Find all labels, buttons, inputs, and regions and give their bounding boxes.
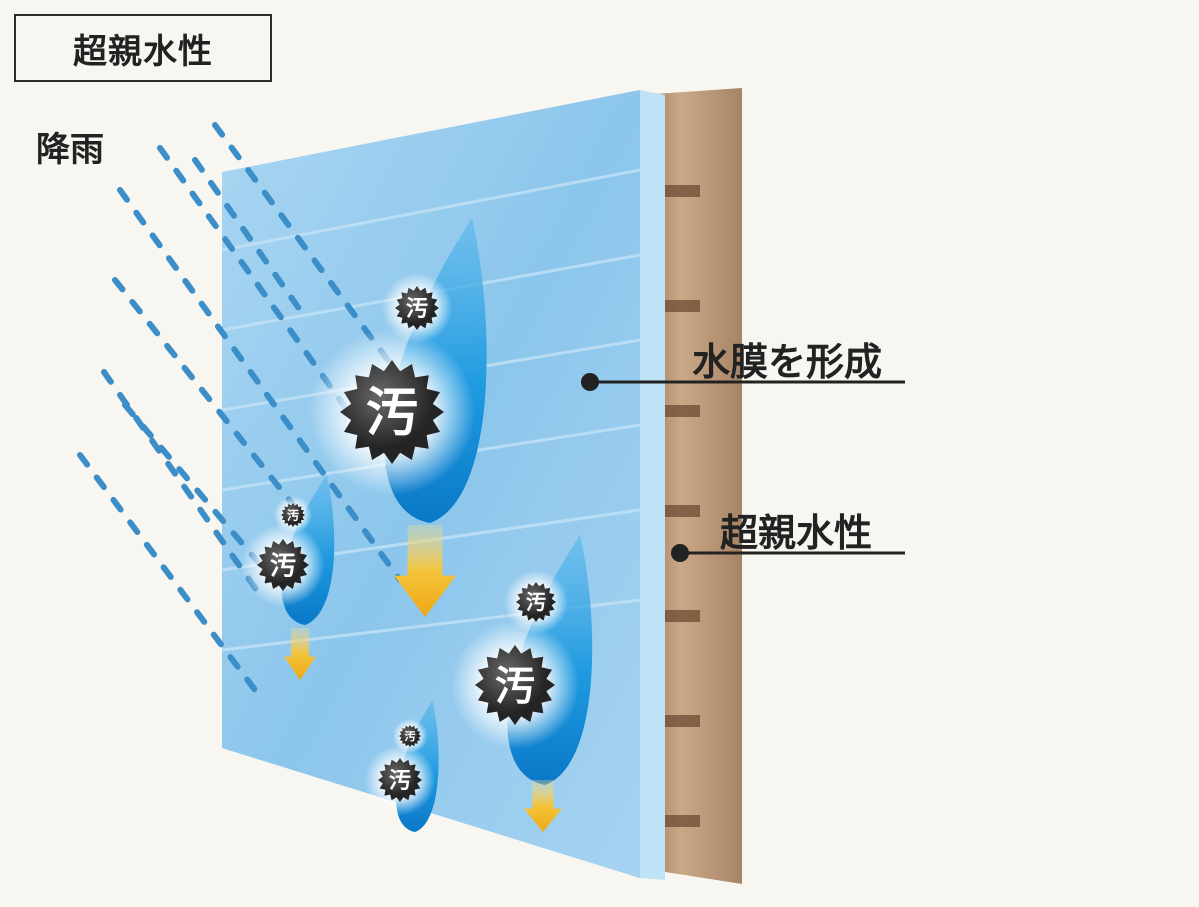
svg-text:汚: 汚 — [287, 507, 299, 522]
callout-dot-super-hydrophilic — [671, 544, 689, 562]
svg-text:汚: 汚 — [406, 297, 428, 322]
label-water-film: 水膜を形成 — [692, 340, 883, 384]
stain-icon-7: 汚 — [392, 718, 428, 754]
callout-super-hydrophilic — [671, 544, 905, 562]
rain-streaks — [77, 122, 423, 693]
title-box: 超親水性 — [14, 14, 272, 82]
svg-text:汚: 汚 — [366, 384, 418, 444]
stain-icon-5: 汚 — [504, 570, 568, 634]
stain-icon-4: 汚 — [241, 523, 325, 607]
label-super-hydrophilic: 超親水性 — [720, 511, 873, 555]
flow-arrow-1 — [394, 525, 456, 617]
flow-arrow-2 — [284, 628, 316, 680]
stain-icon-8: 汚 — [364, 744, 436, 816]
svg-text:汚: 汚 — [270, 551, 296, 581]
flow-arrow-3 — [524, 780, 562, 832]
callout-water-film — [581, 373, 905, 391]
callout-dot-water-film — [581, 373, 599, 391]
svg-text:汚: 汚 — [405, 729, 416, 743]
stain-icon-6: 汚 — [451, 621, 579, 749]
rain-label: 降雨 — [36, 130, 104, 170]
svg-text:汚: 汚 — [526, 590, 546, 614]
stain-icon-2: 汚 — [308, 328, 476, 496]
svg-text:汚: 汚 — [389, 769, 411, 794]
stain-icon-1: 汚 — [381, 272, 453, 344]
svg-text:汚: 汚 — [495, 663, 535, 709]
title-text: 超親水性 — [73, 31, 213, 72]
